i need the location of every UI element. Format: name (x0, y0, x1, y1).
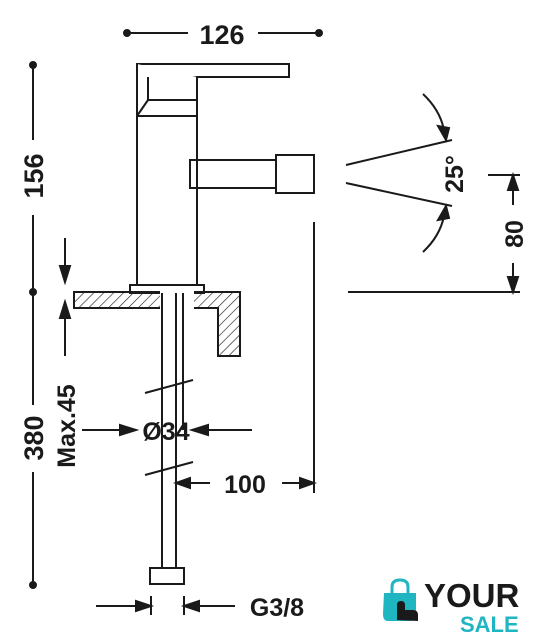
dim-height-total-label: 380 (19, 415, 49, 460)
supply-tubes (144, 293, 194, 568)
faucet-head (136, 64, 198, 117)
dim-spout-height (348, 171, 520, 296)
logo-word-sale: SALE (460, 612, 519, 637)
dim-width-top-label: 126 (199, 20, 244, 50)
dim-max-deck-label: Max.45 (53, 384, 81, 467)
dim-height-body-label: 156 (19, 153, 49, 198)
connector-nut (149, 567, 185, 585)
dim-spout-height-label: 80 (501, 220, 529, 248)
countertop (73, 290, 241, 357)
dim-reach-label: 100 (224, 471, 266, 499)
dim-max-deck (58, 238, 72, 356)
logo-word-your: YOUR (424, 577, 520, 614)
dim-connection-label: G3/8 (250, 594, 304, 622)
dim-reach (173, 222, 317, 493)
spray-angle (345, 93, 453, 253)
dim-diameter (82, 423, 252, 437)
shopping-bag-hand-icon (383, 578, 418, 621)
faucet-body (129, 116, 205, 294)
dim-connection (96, 596, 235, 615)
dim-diameter-label: Ø34 (142, 418, 189, 446)
your-sale-logo: YOUR SALE (383, 577, 520, 637)
dim-vertical-left (29, 61, 37, 589)
dim-spray-angle-label: 25° (441, 155, 469, 193)
faucet-spout (189, 154, 315, 194)
dim-width-top (123, 29, 323, 37)
